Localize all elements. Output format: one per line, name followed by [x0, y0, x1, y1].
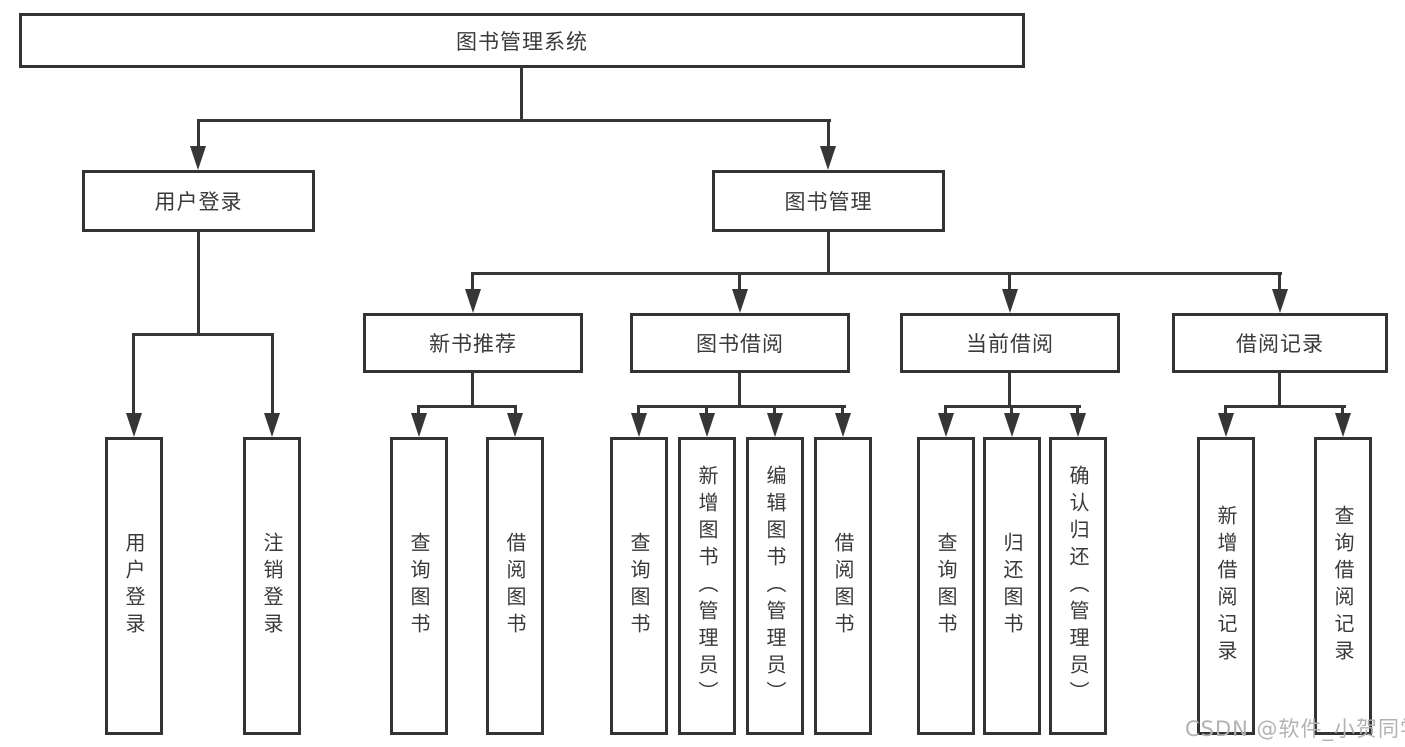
connector-line	[1278, 373, 1281, 407]
connector-line	[417, 405, 420, 415]
connector-line	[471, 272, 1282, 275]
arrowhead-down-icon	[1272, 289, 1288, 313]
arrowhead-down-icon	[835, 413, 851, 437]
leaf-label: 查询图书	[627, 532, 651, 640]
leaf-query-borrow-record: 查询借阅记录	[1314, 437, 1372, 735]
arrowhead-down-icon	[411, 413, 427, 437]
arrowhead-down-icon	[1002, 289, 1018, 313]
connector-line	[132, 333, 274, 336]
leaf-borrow-books: 借阅图书	[814, 437, 872, 735]
arrowhead-down-icon	[264, 413, 280, 437]
node-current-borrowing: 当前借阅	[900, 313, 1120, 373]
leaf-label: 查询借阅记录	[1331, 505, 1355, 667]
connector-line	[417, 405, 517, 408]
leaf-confirm-return-admin: 确认归还（管理员）	[1049, 437, 1107, 735]
leaf-add-borrow-record: 新增借阅记录	[1197, 437, 1255, 735]
arrowhead-down-icon	[1335, 413, 1351, 437]
node-book-borrowing: 图书借阅	[630, 313, 850, 373]
node-library-system: 图书管理系统	[19, 13, 1025, 68]
connector-line	[827, 119, 830, 149]
node-book-management: 图书管理	[712, 170, 945, 232]
leaf-edit-books-admin: 编辑图书（管理员）	[746, 437, 804, 735]
leaf-query-books-recommend: 查询图书	[390, 437, 448, 735]
leaf-label: 注销登录	[260, 532, 284, 640]
connector-line	[1008, 272, 1011, 292]
csdn-watermark: CSDN @软件_小贺同学	[1185, 717, 1405, 741]
node-user-login: 用户登录	[82, 170, 315, 232]
connector-line	[1076, 405, 1079, 415]
leaf-label: 借阅图书	[503, 532, 527, 640]
leaf-label: 编辑图书（管理员）	[763, 464, 787, 708]
node-borrowing-records: 借阅记录	[1172, 313, 1388, 373]
connector-line	[520, 68, 523, 121]
leaf-user-login: 用户登录	[105, 437, 163, 735]
leaf-label: 借阅图书	[831, 532, 855, 640]
connector-line	[1008, 373, 1011, 407]
connector-line	[471, 272, 474, 292]
arrowhead-down-icon	[699, 413, 715, 437]
leaf-label: 归还图书	[1000, 532, 1024, 640]
leaf-return-books: 归还图书	[983, 437, 1041, 735]
leaf-label: 用户登录	[122, 532, 146, 640]
node-new-book-recommend: 新书推荐	[363, 313, 583, 373]
leaf-label: 确认归还（管理员）	[1066, 464, 1090, 708]
connector-line	[197, 232, 200, 335]
arrowhead-down-icon	[465, 289, 481, 313]
leaf-label: 查询图书	[407, 532, 431, 640]
arrowhead-down-icon	[190, 146, 206, 170]
leaf-logout: 注销登录	[243, 437, 301, 735]
connector-line	[197, 119, 831, 122]
connector-line	[705, 405, 708, 415]
connector-line	[1341, 405, 1344, 415]
leaf-label: 新增图书（管理员）	[695, 464, 719, 708]
leaf-add-books-admin: 新增图书（管理员）	[678, 437, 736, 735]
connector-line	[271, 333, 274, 415]
connector-line	[827, 232, 830, 275]
arrowhead-down-icon	[820, 146, 836, 170]
arrowhead-down-icon	[938, 413, 954, 437]
arrowhead-down-icon	[507, 413, 523, 437]
connector-line	[738, 272, 741, 292]
arrowhead-down-icon	[1218, 413, 1234, 437]
arrowhead-down-icon	[126, 413, 142, 437]
connector-line	[471, 373, 474, 407]
connector-line	[132, 333, 135, 415]
connector-line	[738, 373, 741, 407]
connector-line	[1224, 405, 1346, 408]
arrowhead-down-icon	[631, 413, 647, 437]
arrowhead-down-icon	[767, 413, 783, 437]
connector-line	[197, 119, 200, 149]
leaf-label: 查询图书	[934, 532, 958, 640]
connector-line	[1224, 405, 1227, 415]
connector-line	[944, 405, 947, 415]
connector-line	[841, 405, 844, 415]
leaf-label: 新增借阅记录	[1214, 505, 1238, 667]
arrowhead-down-icon	[1004, 413, 1020, 437]
connector-line	[1010, 405, 1013, 415]
connector-line	[637, 405, 846, 408]
arrowhead-down-icon	[732, 289, 748, 313]
leaf-query-books-borrowing: 查询图书	[610, 437, 668, 735]
connector-line	[1278, 272, 1281, 292]
connector-line	[637, 405, 640, 415]
arrowhead-down-icon	[1070, 413, 1086, 437]
leaf-query-books-current: 查询图书	[917, 437, 975, 735]
leaf-borrow-books-recommend: 借阅图书	[486, 437, 544, 735]
connector-line	[773, 405, 776, 415]
connector-line	[514, 405, 517, 415]
